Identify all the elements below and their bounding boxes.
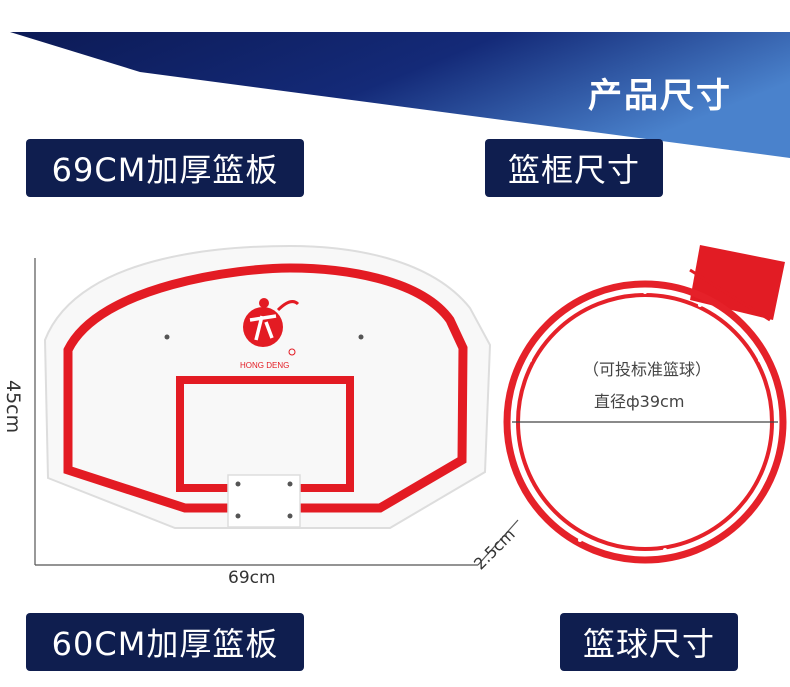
banner-title: 产品尺寸 bbox=[588, 76, 732, 116]
label-69cm-board: 69CM加厚篮板 bbox=[26, 139, 304, 197]
basketball-rim bbox=[503, 245, 787, 564]
rim-note: （可投标准篮球） bbox=[583, 360, 712, 379]
header-banner bbox=[10, 32, 790, 158]
label-60cm-board: 60CM加厚篮板 bbox=[26, 613, 304, 671]
hong-deng-logo-icon bbox=[243, 298, 300, 356]
rim-diameter: 直径ф39cm bbox=[594, 392, 685, 411]
label-ball-size: 篮球尺寸 bbox=[560, 613, 738, 671]
height-dimension: 45cm bbox=[2, 380, 24, 434]
logo-text: HONG DENG bbox=[240, 361, 289, 370]
backboard-border-stripe bbox=[63, 263, 468, 513]
thickness-dim-line bbox=[477, 519, 519, 566]
label-rim-size: 篮框尺寸 bbox=[485, 139, 663, 197]
backboard: HONG DENG bbox=[43, 244, 492, 529]
width-dimension: 69cm bbox=[228, 568, 276, 588]
